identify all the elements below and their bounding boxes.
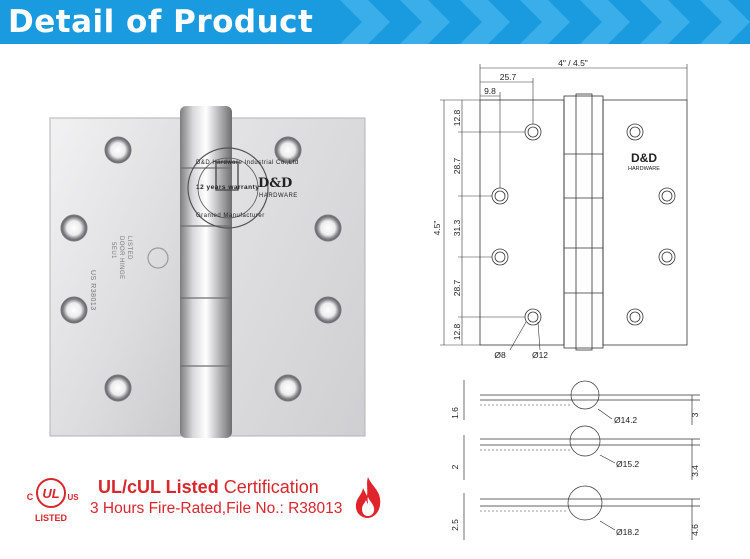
ul-emboss [147, 247, 169, 269]
dim-width: 4" / 4.5" [558, 60, 588, 68]
dim-12-8-top: 12.8 [452, 109, 462, 126]
dia-12: Ø12 [532, 350, 548, 360]
dim-25-7: 25.7 [500, 72, 517, 82]
dim-height: 4.5" [432, 221, 442, 236]
photo-brand-sub: HARDWARE [259, 193, 298, 199]
stamp-text: D&D Hardware Industrial Co.,Ltd [196, 160, 299, 166]
logo-c: C [27, 492, 34, 502]
photo-brand: D&D [258, 176, 293, 191]
hinge-section-drawings: 1.6 Ø14.2 3 2 Ø15.2 3.4 2.5 Ø18.2 4.6 [450, 380, 700, 540]
drawing-brand-sub: HARDWARE [628, 166, 660, 172]
section-3-offset: 4.6 [690, 524, 700, 536]
dim-9-8: 9.8 [484, 86, 496, 96]
page-title: Detail of Product [8, 4, 314, 40]
logo-listed: LISTED [35, 513, 68, 523]
stamp-warranty: 12 years warranty [196, 184, 260, 191]
header-banner: Detail of Product [0, 0, 750, 44]
section-2-offset: 3.4 [690, 465, 700, 477]
cert-title-rest: Certification [223, 477, 319, 497]
ul-emboss-label: US R38013 [89, 270, 96, 311]
section-2-thickness: 2 [450, 464, 460, 469]
section-1-pin: Ø14.2 [614, 415, 637, 425]
cert-subtitle: 3 Hours Fire-Rated,File No.: R38013 [90, 500, 343, 517]
dim-31-3: 31.3 [452, 219, 462, 236]
ul-emboss-product: DOOR HINGE [118, 236, 124, 280]
section-3-thickness: 2.5 [450, 519, 460, 531]
dia-8: Ø8 [494, 350, 506, 360]
section-1-offset: 3 [690, 412, 700, 417]
banner-arrow-decoration [340, 0, 750, 44]
cert-title: UL/cUL Listed Certification [98, 476, 319, 498]
warranty-stamp [187, 147, 269, 229]
section-2-pin: Ø15.2 [616, 459, 639, 469]
dim-28-7-top: 28.7 [452, 157, 462, 174]
dim-28-7-bottom: 28.7 [452, 279, 462, 296]
section-3-pin: Ø18.2 [616, 527, 639, 537]
drawing-brand: D&D [631, 151, 657, 165]
fire-icon [355, 477, 381, 518]
cert-title-red: UL/cUL Listed [98, 477, 219, 497]
hinge-photo [49, 106, 366, 438]
ul-emboss-listed: LISTED [126, 236, 132, 261]
stamp-bottom: Granted Manufacturer [196, 213, 265, 219]
hinge-front-drawing: 4" / 4.5" 25.7 9.8 4.5" 12.8 28.7 31.3 2… [432, 60, 688, 360]
logo-us: US [67, 493, 79, 502]
section-1-thickness: 1.6 [450, 407, 460, 419]
logo-ul: UL [42, 486, 59, 501]
ul-listed-logo: UL C US LISTED [27, 478, 79, 523]
ul-emboss-code: 5EU1 [110, 242, 116, 260]
dim-12-8-bottom: 12.8 [452, 323, 462, 340]
